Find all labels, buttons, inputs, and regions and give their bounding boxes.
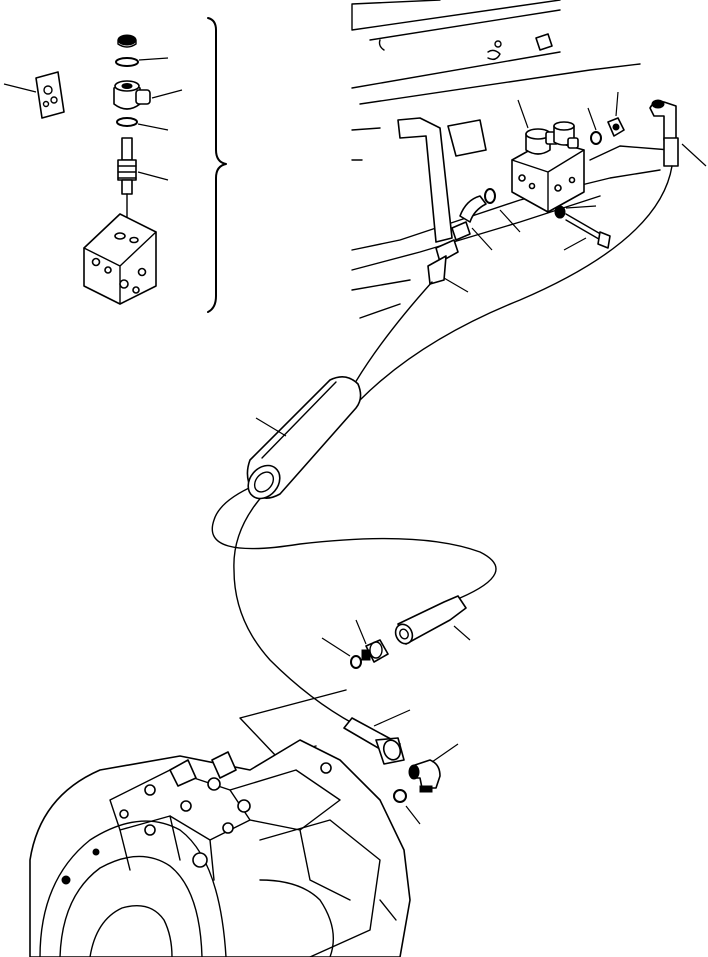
hose-line-d <box>233 493 355 725</box>
o-ring-mid <box>350 655 362 669</box>
exploded-valve-group <box>3 17 227 313</box>
leader-lines-bottom <box>373 709 459 825</box>
leader-lines-left <box>3 57 183 181</box>
hose-line-b <box>359 165 673 401</box>
leader-lines-middle <box>255 417 471 657</box>
washer-part <box>590 131 602 145</box>
plug-part <box>607 117 625 137</box>
machine-frame-group <box>351 0 707 319</box>
adapter-fitting-mid <box>361 639 389 663</box>
mounted-valve-block <box>511 121 585 213</box>
transmission-housing <box>29 739 411 957</box>
o-ring-lower-port <box>393 789 407 803</box>
solenoid-coil-part <box>113 80 151 110</box>
block-left-fittings <box>427 188 496 285</box>
straight-connector-mid <box>394 595 467 645</box>
hose-routing-group <box>211 165 673 725</box>
straight-connector-lower <box>343 717 405 765</box>
hose-line-c <box>211 483 497 599</box>
hose-line-a <box>351 281 433 389</box>
elbow-connector-top <box>649 99 679 167</box>
valve-block-part <box>83 213 157 305</box>
cartridge-valve-part <box>117 137 137 223</box>
label-plate-part <box>35 71 65 119</box>
assembly-bracket <box>207 17 227 313</box>
elbow-fitting-lower <box>408 759 441 793</box>
bolt-part <box>554 205 611 249</box>
cap-part <box>117 34 137 48</box>
o-ring-upper <box>115 57 139 67</box>
o-ring-lower <box>116 117 138 127</box>
frame-structure <box>351 0 671 319</box>
transmission-group <box>29 689 459 957</box>
protective-sleeve-part <box>246 376 362 500</box>
leader-lines-top-right <box>443 91 707 293</box>
